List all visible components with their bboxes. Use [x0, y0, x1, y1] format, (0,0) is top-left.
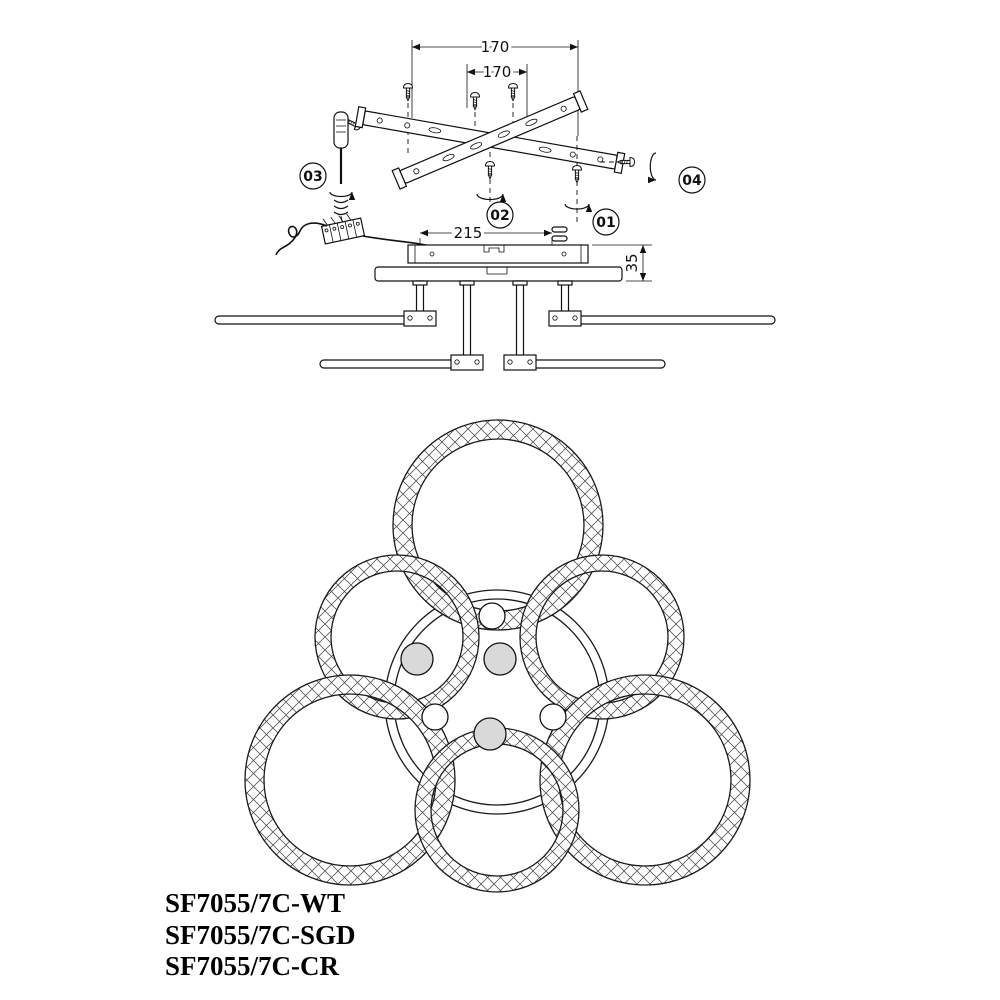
canopy-screw-assembly [551, 136, 593, 242]
model-codes: SF7055/7C-WT SF7055/7C-SGD SF7055/7C-CR [165, 888, 356, 981]
center-screw-assembly [476, 152, 507, 206]
rings-top-view [244, 419, 751, 893]
dim-label-170-inner: 170 [483, 63, 512, 81]
terminal-block [320, 213, 366, 245]
step-badge-03: 03 [299, 162, 327, 190]
led-ball [478, 602, 506, 630]
side-screw-assembly [600, 152, 657, 184]
model-code-wt: SF7055/7C-WT [165, 888, 345, 918]
dim-label-35: 35 [623, 253, 641, 272]
mounting-bracket-cross [354, 90, 626, 190]
step-label-01: 01 [596, 215, 615, 231]
screw-icon [508, 83, 518, 101]
dimension-canopy-holes: 215 [419, 221, 553, 248]
standoff-posts [412, 280, 573, 362]
dimension-canopy-height: 35 [592, 244, 652, 282]
step-label-02: 02 [490, 208, 509, 224]
dimension-bracket-span: 170 [411, 35, 579, 136]
screw-icon [572, 165, 582, 183]
mounting-assembly-view: 170 170 [214, 35, 776, 371]
screw-icon [485, 161, 495, 179]
model-code-cr: SF7055/7C-CR [165, 951, 339, 981]
led-ball [400, 642, 434, 676]
dim-label-170-outer: 170 [481, 38, 510, 56]
connector-balls [400, 602, 567, 751]
step-badge-04: 04 [678, 166, 706, 194]
canopy-side-view [374, 244, 623, 282]
led-ball [539, 703, 567, 731]
arm-row-outer [214, 310, 776, 327]
led-ball [421, 703, 449, 731]
screw-icon [403, 83, 413, 101]
led-ball [483, 642, 517, 676]
step-label-03: 03 [303, 169, 322, 185]
screw-icon [470, 92, 480, 110]
step-badge-01: 01 [592, 208, 620, 236]
power-cord [275, 222, 328, 256]
screwdriver-icon [329, 111, 356, 216]
led-ball [473, 717, 507, 751]
model-code-sgd: SF7055/7C-SGD [165, 920, 356, 950]
step-label-04: 04 [682, 173, 702, 189]
dim-label-215: 215 [454, 224, 483, 242]
step-badge-02: 02 [486, 201, 514, 229]
dimension-bracket-inner: 170 [466, 60, 528, 120]
arm-row-inner [319, 354, 666, 371]
